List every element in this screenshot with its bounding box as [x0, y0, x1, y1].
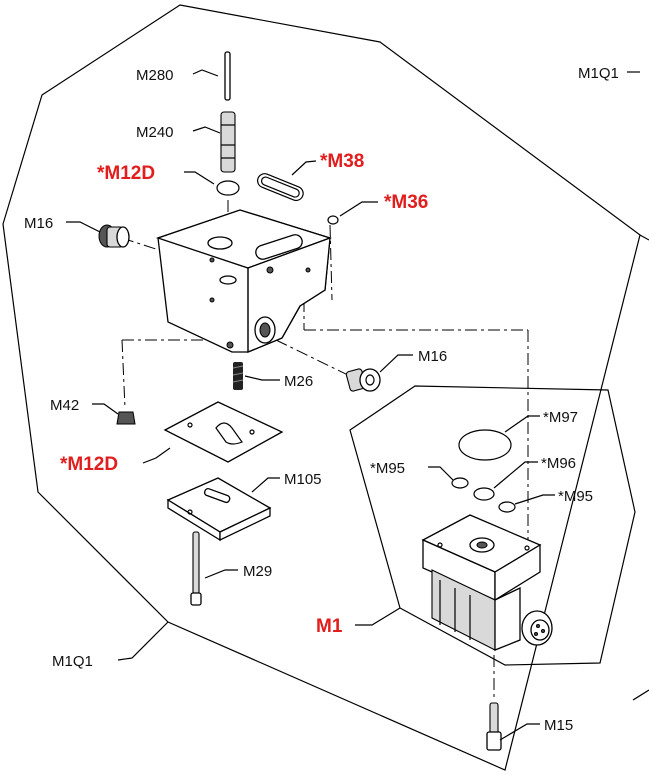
callout-m280: M280: [136, 67, 174, 84]
callout-m12d-top: *M12D: [97, 163, 155, 184]
callout-m29: M29: [243, 563, 272, 580]
callout-m36: *M36: [384, 192, 428, 213]
leader-lines: [66, 69, 640, 741]
callout-m26: M26: [284, 373, 313, 390]
part-m38-seal: [257, 173, 304, 202]
part-m42-screw: [116, 411, 136, 425]
part-m16-right-plug: [345, 368, 381, 392]
part-m105-plate: [166, 477, 272, 542]
part-m15-screw: [486, 702, 502, 751]
part-m97-oring: [458, 429, 512, 461]
callout-m105: M105: [284, 471, 322, 488]
part-m16-left-plug: [98, 224, 130, 248]
callout-m38: *M38: [320, 151, 364, 172]
part-m26-spring: [232, 362, 244, 390]
sub-assembly-outline-m1: [349, 385, 636, 666]
callout-m95-right: *M95: [558, 488, 593, 505]
callout-m95-left: *M95: [370, 460, 405, 477]
callout-m12d-bottom: *M12D: [60, 454, 118, 475]
part-m96-ring: [473, 487, 495, 501]
callout-m16-right: M16: [418, 348, 447, 365]
callout-m97: *M97: [543, 409, 578, 426]
part-m240-sleeve: [220, 111, 236, 173]
callout-m42: M42: [50, 397, 79, 414]
part-m1-actuator: [421, 514, 553, 651]
part-m280-pin: [224, 51, 231, 101]
part-m12d-oring: [216, 180, 240, 196]
adjacent-assembly-outline: [632, 234, 649, 701]
assembly-outline-m1q1: [2, 4, 641, 771]
callout-m1q1-top: M1Q1: [578, 65, 619, 82]
callout-m16-left: M16: [24, 215, 53, 232]
callout-m240: M240: [136, 124, 174, 141]
part-valve-block: [155, 209, 333, 353]
callout-m15: M15: [544, 717, 573, 734]
part-m95-ring-left: [451, 477, 469, 489]
part-m29-screw: [190, 531, 202, 606]
part-m12d-gasket: [163, 401, 284, 463]
callout-m1q1-bottom: M1Q1: [52, 653, 93, 670]
part-m95-ring-right: [498, 501, 516, 513]
callout-m96: *M96: [541, 455, 576, 472]
callout-m1: M1: [316, 616, 343, 637]
part-m36-ring: [327, 215, 339, 225]
